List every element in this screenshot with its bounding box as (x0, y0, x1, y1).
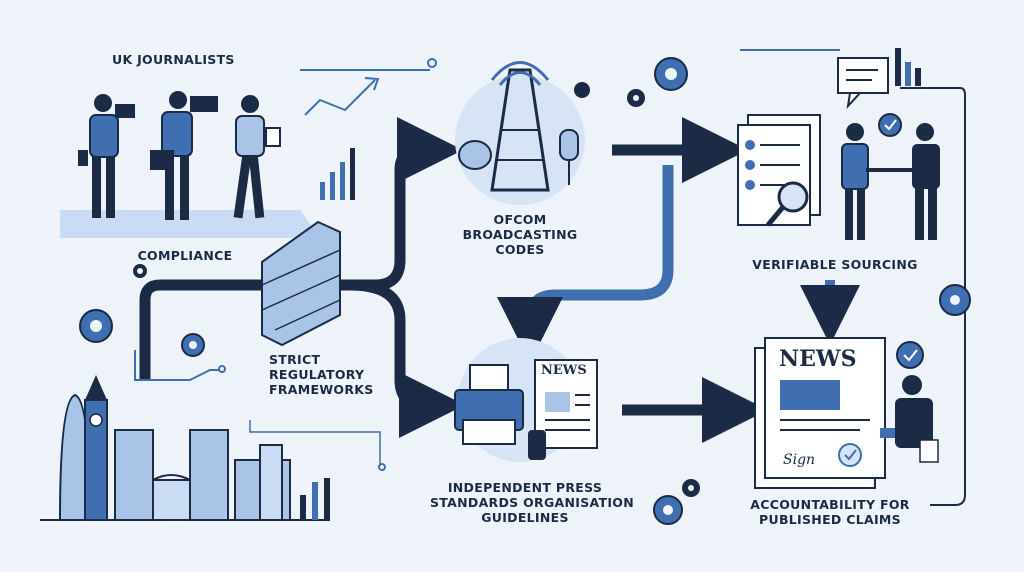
ipso-label: INDEPENDENT PRESS STANDARDS ORGANISATION… (430, 480, 634, 525)
journalist-videographer-icon (150, 91, 218, 220)
speech-bubble-icon (837, 57, 889, 110)
signature-text: Sign (783, 452, 816, 468)
london-skyline-illustration (40, 350, 386, 521)
ofcom-line-3: CODES (495, 242, 545, 257)
flow-arrow-to-ofcom (139, 117, 463, 380)
regulatory-line-3: FRAMEWORKS (269, 382, 374, 397)
accountability-line-2: PUBLISHED CLAIMS (759, 512, 901, 527)
accountability-label: ACCOUNTABILITY FOR PUBLISHED CLAIMS (735, 497, 925, 527)
compliance-label: COMPLIANCE (137, 248, 233, 263)
gear-icon (939, 284, 971, 316)
trend-line-chart (300, 58, 437, 116)
ofcom-label: OFCOM BROADCASTING CODES (445, 212, 595, 257)
checklist-magnifier-icon (737, 114, 821, 227)
spokesperson-icon (880, 341, 939, 463)
gear-icon (133, 264, 147, 278)
regulatory-line-2: REGULATORY (269, 367, 365, 382)
gear-icon (654, 57, 688, 91)
ofcom-line-2: BROADCASTING (462, 227, 578, 242)
gear-icon (181, 333, 205, 357)
newspaper-signed-icon (754, 337, 886, 489)
journalist-reporter-icon (233, 95, 281, 219)
journalists-platform (60, 210, 320, 238)
bar-chart-small (320, 148, 355, 200)
ofcom-line-1: OFCOM (493, 212, 547, 227)
gear-icon (627, 89, 645, 107)
ipso-line-1: INDEPENDENT PRESS (447, 480, 603, 495)
flow-arrow-to-ipso (300, 279, 465, 438)
gear-icon (79, 309, 113, 343)
news-sign-large: NEWS (779, 346, 857, 372)
regulatory-label: STRICT REGULATORY FRAMEWORKS (269, 352, 374, 397)
broadcast-tower-icon (455, 61, 590, 205)
flow-arrow-ofcom-to-ipso (497, 165, 674, 363)
gear-icon (682, 479, 700, 497)
accountability-line-1: ACCOUNTABILITY FOR (750, 497, 910, 512)
journalists-group (60, 91, 320, 238)
news-sign-small: NEWS (541, 363, 587, 378)
handshake-people-icon (841, 113, 940, 240)
ipso-line-2: STANDARDS ORGANISATION (430, 495, 634, 510)
sourcing-label: VERIFIABLE SOURCING (752, 257, 918, 272)
regulatory-line-1: STRICT (269, 352, 321, 367)
journalist-cameraman-icon (78, 94, 135, 218)
ipso-line-3: GUIDELINES (481, 510, 569, 525)
gear-icon (653, 495, 683, 525)
firewall-icon (261, 220, 341, 347)
journalists-label: UK JOURNALISTS (112, 52, 235, 67)
printer-news-icon (454, 338, 598, 462)
